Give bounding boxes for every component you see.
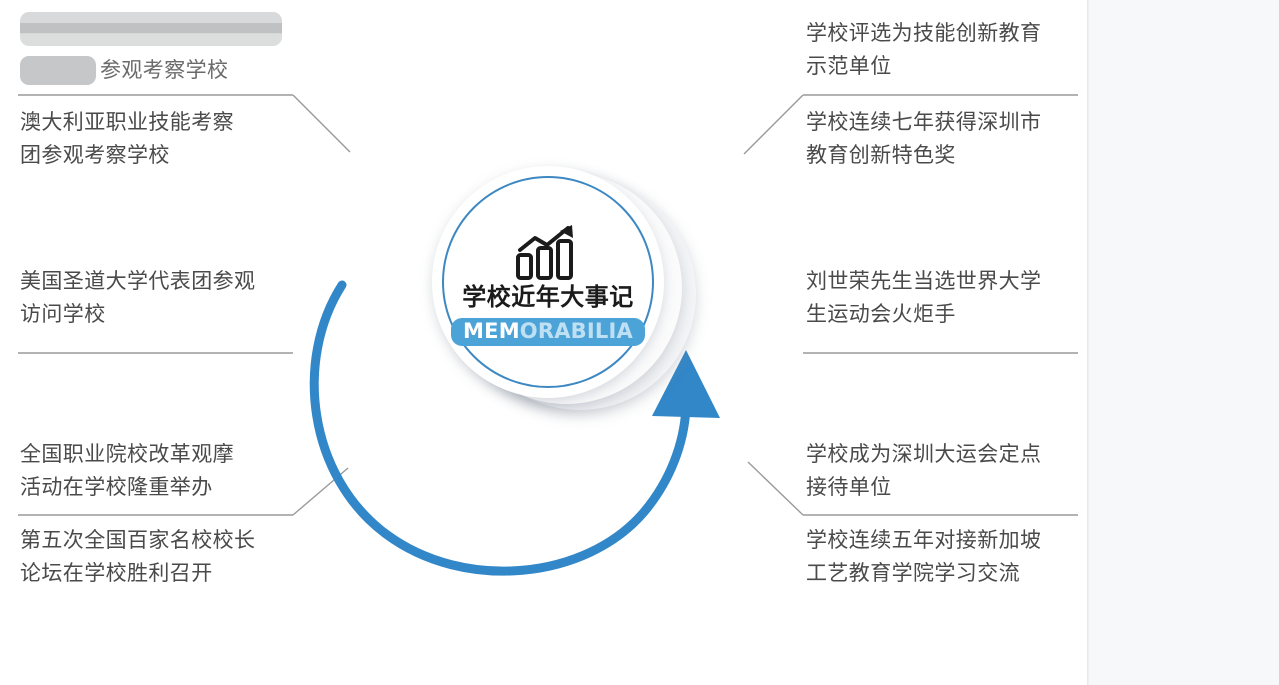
memorabilia-badge-primary: MEM (463, 318, 520, 343)
event-item-left-5: 第五次全国百家名校校长 论坛在学校胜利召开 (20, 524, 310, 590)
event-item-right-2: 学校连续七年获得深圳市 教育创新特色奖 (806, 106, 1096, 172)
event-left-2-line-1: 澳大利亚职业技能考察 (20, 110, 234, 134)
event-item-left-2: 澳大利亚职业技能考察 团参观考察学校 (20, 106, 310, 172)
memorabilia-badge: MEMORABILIA (451, 317, 645, 346)
event-left-3-line-2: 访问学校 (20, 302, 106, 326)
connector-left-top (292, 94, 351, 153)
event-item-left-4: 全国职业院校改革观摩 活动在学校隆重举办 (20, 438, 310, 504)
event-right-2-line-2: 教育创新特色奖 (806, 143, 956, 167)
event-right-5-line-2: 工艺教育学院学习交流 (806, 561, 1020, 585)
event-left-1-visible-text: 参观考察学校 (100, 58, 229, 82)
center-emblem: 学校近年大事记 MEMORABILIA (420, 158, 720, 410)
event-right-4-line-1: 学校成为深圳大运会定点 (806, 442, 1042, 466)
event-right-3-line-1: 刘世荣先生当选世界大学 (806, 269, 1042, 293)
event-left-4-line-1: 全国职业院校改革观摩 (20, 442, 234, 466)
connector-right-bottom (747, 461, 804, 516)
event-left-2-line-2: 团参观考察学校 (20, 143, 170, 167)
event-item-right-5: 学校连续五年对接新加坡 工艺教育学院学习交流 (806, 524, 1096, 590)
event-item-left-3: 美国圣道大学代表团参观 访问学校 (20, 265, 310, 331)
event-right-1-line-2: 示范单位 (806, 54, 892, 78)
event-right-4-line-2: 接待单位 (806, 475, 892, 499)
event-right-2-line-1: 学校连续七年获得深圳市 (806, 110, 1042, 134)
event-item-right-3: 刘世荣先生当选世界大学 生运动会火炬手 (806, 265, 1096, 331)
redaction-block-1 (20, 12, 282, 46)
connector-right-top (743, 94, 804, 155)
event-left-5-line-2: 论坛在学校胜利召开 (20, 561, 213, 585)
bar-chart-growth-icon (516, 224, 573, 280)
page-edge-divider (1087, 0, 1089, 685)
emblem-ring (442, 176, 654, 388)
event-left-4-line-2: 活动在学校隆重举办 (20, 475, 213, 499)
memorabilia-badge-secondary: ORABILIA (519, 318, 633, 343)
event-left-5-line-1: 第五次全国百家名校校长 (20, 528, 256, 552)
event-right-1-line-1: 学校评选为技能创新教育 (806, 21, 1042, 45)
redaction-block-2 (20, 56, 96, 85)
emblem-content: 学校近年大事记 MEMORABILIA (442, 176, 654, 388)
event-right-5-line-1: 学校连续五年对接新加坡 (806, 528, 1042, 552)
event-item-right-4: 学校成为深圳大运会定点 接待单位 (806, 438, 1096, 504)
event-item-right-1: 学校评选为技能创新教育 示范单位 (806, 17, 1096, 83)
event-right-3-line-2: 生运动会火炬手 (806, 302, 956, 326)
emblem-title: 学校近年大事记 (462, 282, 634, 311)
event-left-3-line-1: 美国圣道大学代表团参观 (20, 269, 256, 293)
